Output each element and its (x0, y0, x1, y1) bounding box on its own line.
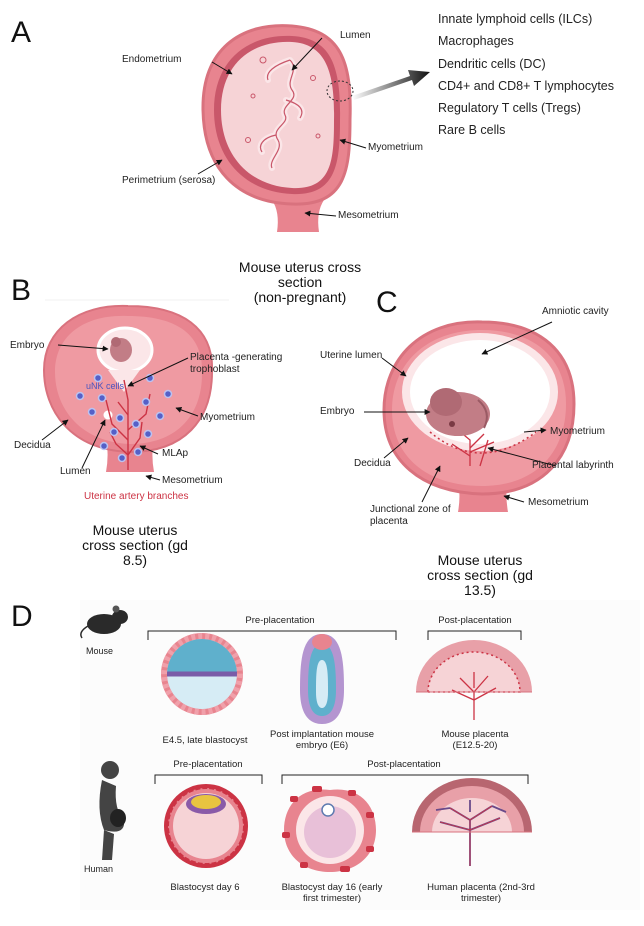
panel-a-big-arrow (352, 70, 430, 100)
panel-letter-a: A (11, 16, 32, 49)
label-endometrium: Endometrium (122, 54, 182, 65)
panel-a-zoom-circle (326, 80, 354, 102)
label-unk-cells: uNK cells (86, 381, 125, 391)
human-silhouette (99, 761, 126, 860)
label-human-post-placentation: Post-placentation (367, 759, 441, 770)
label-decidua-b: Decidua (14, 440, 51, 451)
panel-a-uterus-diagram (197, 24, 430, 232)
caption-panel-b: Mouse uterus cross section (gd 8.5) (82, 522, 188, 568)
immune-cell-item: Dendritic cells (DC) (438, 56, 546, 71)
immune-cell-item: CD4+ and CD8+ T lymphocytes (438, 78, 615, 93)
panel-letter-c: C (376, 286, 398, 319)
panel-a-endometrium (221, 41, 335, 189)
label-lumen-b: Lumen (60, 466, 91, 477)
label-placenta-trophoblast: Placenta -generating trophoblast (190, 352, 283, 375)
mouse-silhouette (80, 605, 128, 639)
immune-cell-item: Regulatory T cells (Tregs) (438, 101, 581, 116)
human-blastocyst-day-6 (164, 784, 248, 868)
label-uterine-lumen: Uterine lumen (320, 350, 383, 361)
immune-cell-item: Rare B cells (438, 123, 506, 138)
label-human: Human (84, 864, 114, 874)
label-mesometrium-c: Mesometrium (528, 497, 589, 508)
label-myometrium-b: Myometrium (200, 412, 256, 423)
caption-panel-a: Mouse uterus cross section (non-pregnant… (238, 259, 362, 305)
label-placental-labyrinth: Placental labyrinth (532, 460, 614, 471)
label-mouse-pre-placentation: Pre-placentation (245, 615, 315, 626)
label-lumen: Lumen (340, 30, 371, 41)
caption-mouse-post-implantation: Post implantation mouse embryo (E6) (269, 729, 375, 751)
label-myometrium-c: Myometrium (550, 426, 606, 437)
label-mlap: MLAp (162, 448, 189, 459)
label-mesometrium: Mesometrium (338, 210, 399, 221)
human-placenta (412, 778, 532, 866)
immune-cell-item: Innate lymphoid cells (ILCs) (438, 12, 593, 26)
caption-mouse-blastocyst: E4.5, late blastocyst (162, 735, 248, 746)
label-myometrium: Myometrium (368, 142, 424, 153)
mouse-placenta (416, 640, 532, 720)
label-mesometrium-b: Mesometrium (162, 475, 223, 486)
caption-mouse-placenta: Mouse placenta (E12.5-20) (441, 729, 509, 751)
panel-letter-d: D (11, 600, 33, 633)
label-junctional-zone: Junctional zone of placenta (370, 504, 451, 527)
label-perimetrium: Perimetrium (serosa) (122, 175, 216, 186)
label-decidua-c: Decidua (354, 458, 391, 469)
caption-panel-c: Mouse uterus cross section (gd 13.5) (427, 552, 533, 598)
label-embryo-c: Embryo (320, 406, 355, 417)
label-mouse: Mouse (86, 646, 114, 656)
panel-c-junctional-zone (429, 431, 537, 454)
panel-a-mesometrium-stalk (272, 200, 324, 232)
immune-cell-list: Innate lymphoid cells (ILCs) Macrophages… (438, 8, 614, 142)
label-embryo: Embryo (10, 340, 45, 351)
label-amniotic-cavity: Amniotic cavity (542, 306, 609, 317)
label-mouse-post-placentation: Post-placentation (438, 615, 512, 626)
mouse-post-implantation-embryo (300, 634, 344, 724)
immune-cell-item: Macrophages (438, 34, 514, 49)
panel-b-uterine-arteries (105, 379, 151, 470)
label-human-pre-placentation: Pre-placentation (173, 759, 243, 770)
caption-human-placenta: Human placenta (2nd-3rd trimester) (427, 882, 535, 904)
panel-b-uterus-diagram (41, 299, 229, 481)
mouse-late-blastocyst (161, 633, 243, 715)
panel-b-unk-cells (75, 373, 173, 463)
panel-letter-b: B (11, 274, 32, 307)
panel-d-background (80, 600, 640, 910)
panel-c-uterus-diagram (364, 320, 576, 512)
caption-human-blastocyst-day-16: Blastocyst day 16 (early first trimester… (281, 882, 383, 904)
label-uterine-artery: Uterine artery branches (84, 491, 189, 502)
caption-human-blastocyst-day-6: Blastocyst day 6 (170, 882, 240, 893)
panel-c-embryo (426, 388, 490, 436)
panel-d-brackets (147, 630, 529, 784)
human-blastocyst-day-16 (282, 786, 376, 872)
